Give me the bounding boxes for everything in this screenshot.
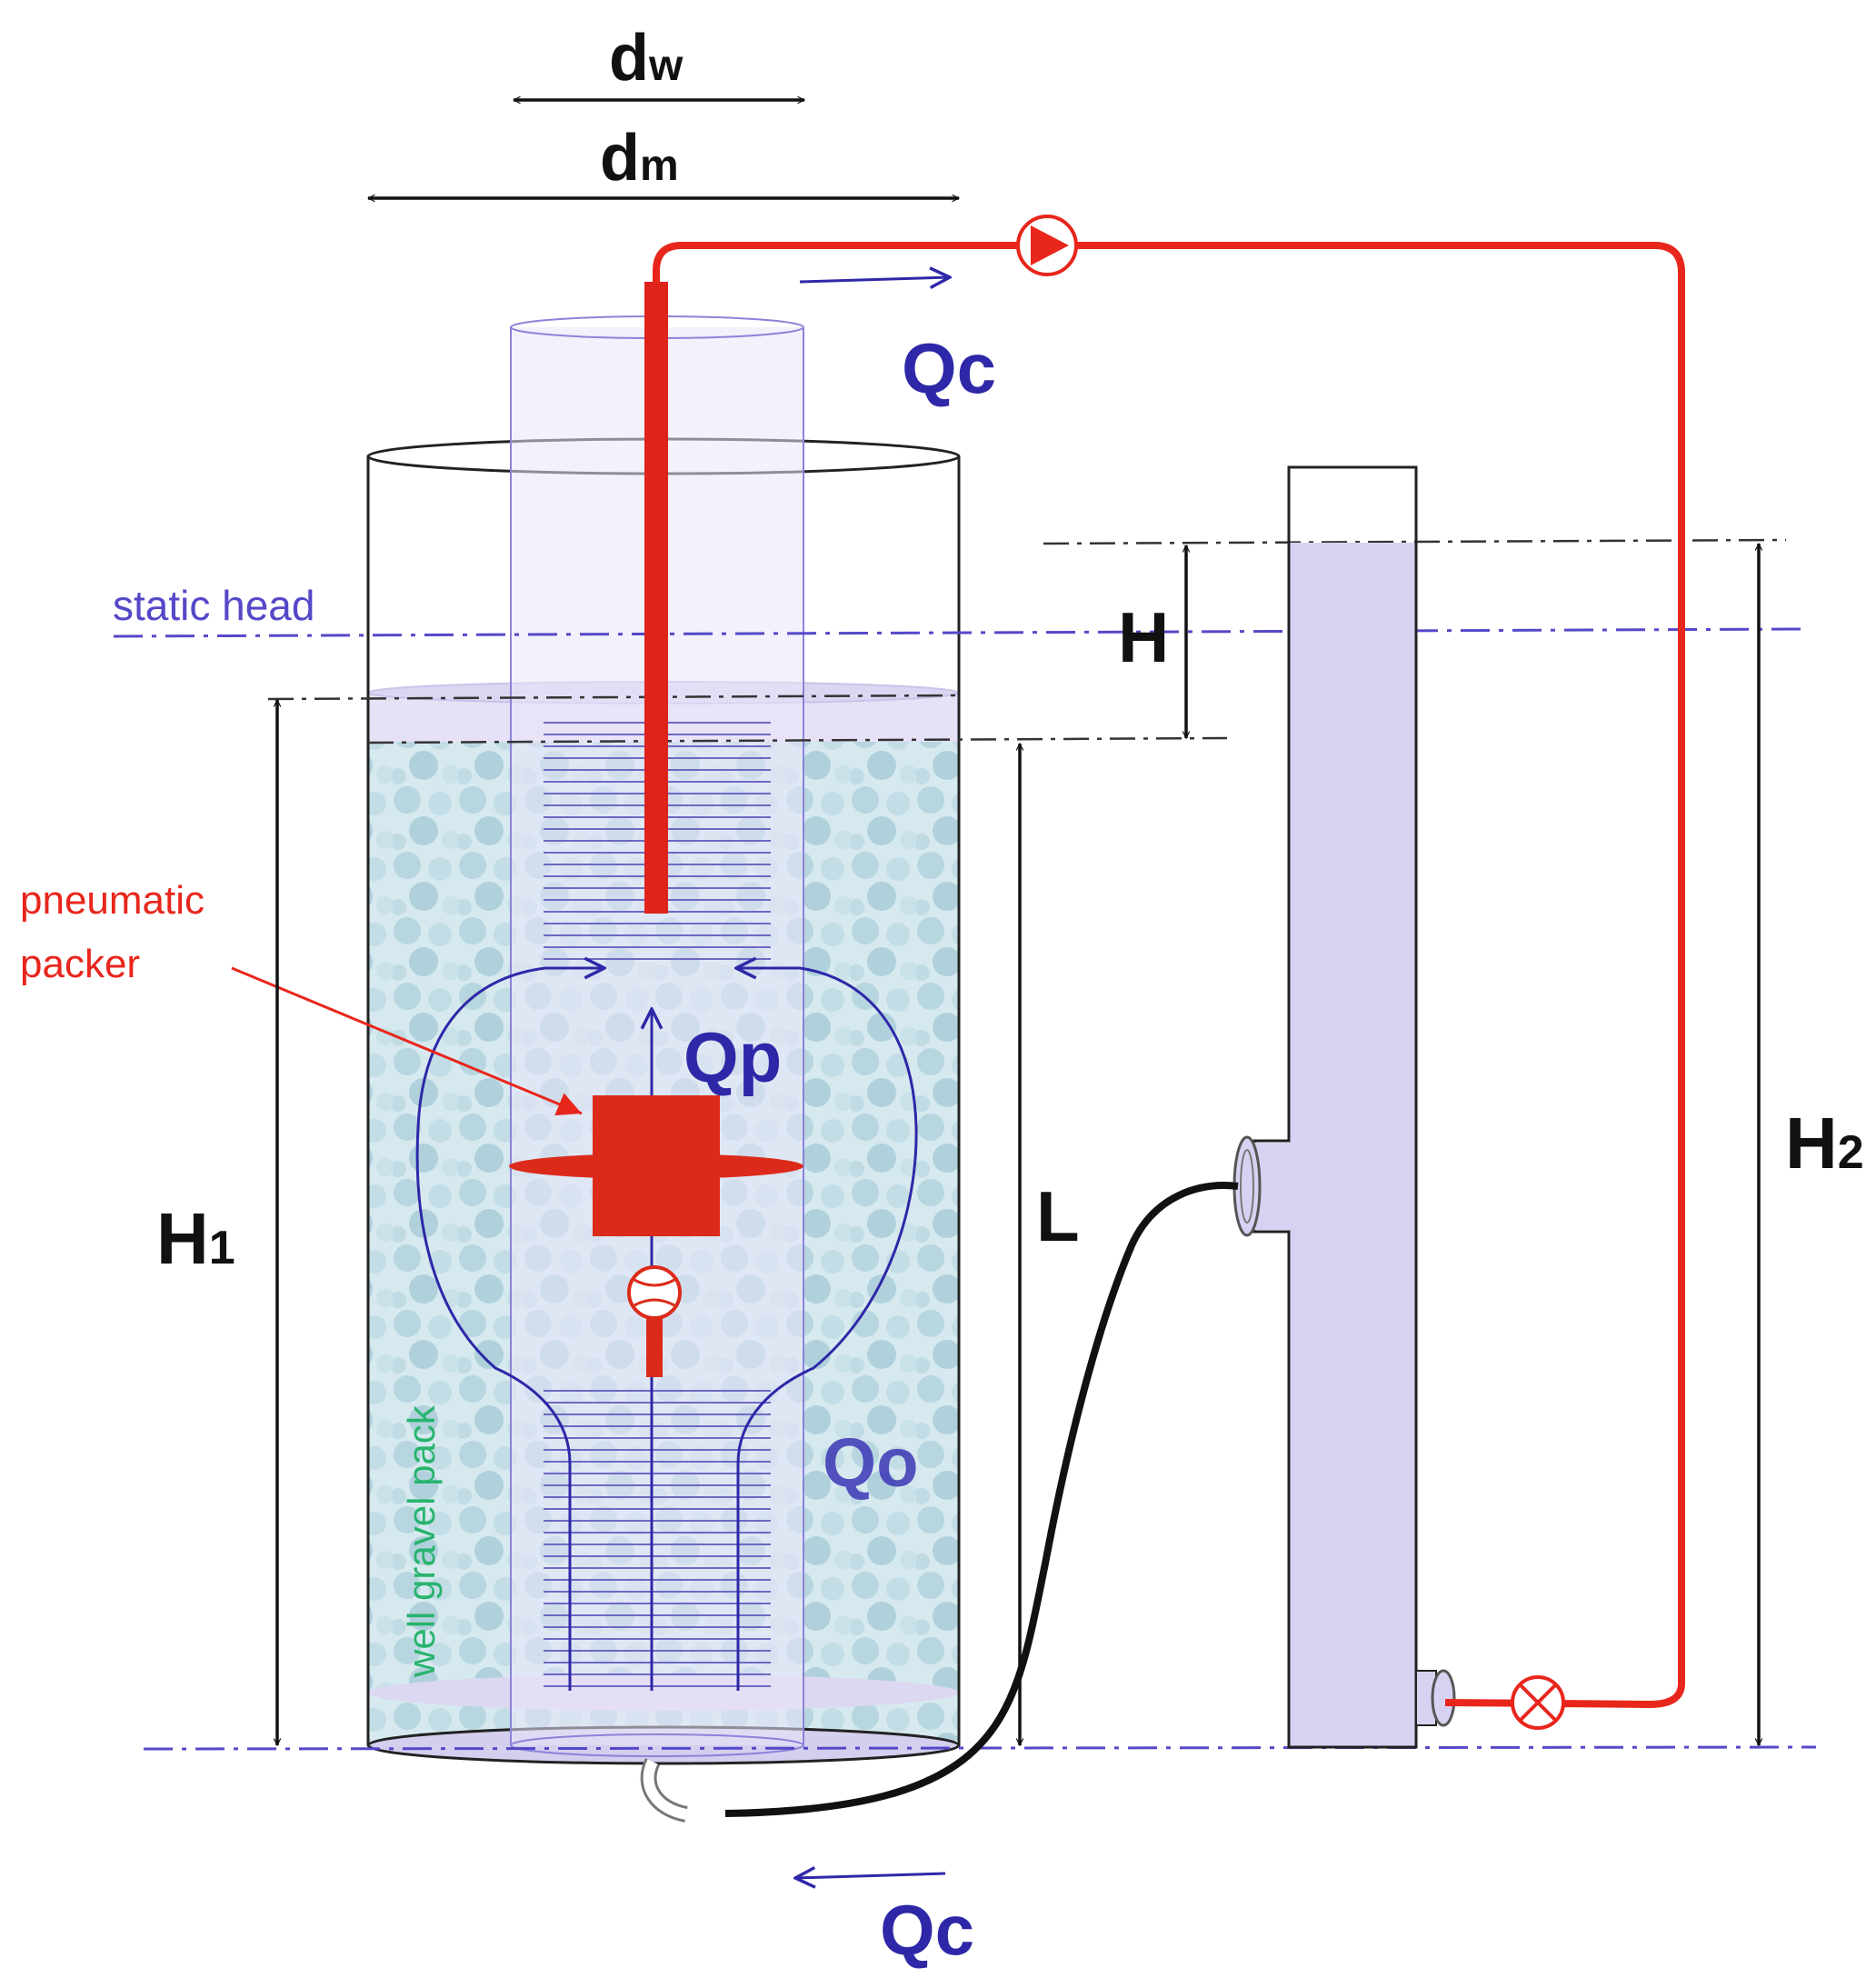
- qc-top-label: Qc: [902, 328, 996, 408]
- pump-symbol-icon: [1016, 215, 1078, 276]
- packer-pointer: [231, 966, 583, 1116]
- standpipe-column: [1232, 465, 1456, 1749]
- dm-label: dm: [600, 122, 679, 195]
- right-outer-flow: [736, 968, 918, 1691]
- connecting-hose: [640, 1182, 1239, 1823]
- static-head-line: [113, 627, 1810, 638]
- pneumatic-packer: [509, 1095, 803, 1377]
- flowmeter-icon: [627, 1265, 682, 1320]
- lower-screen: [544, 1390, 771, 1687]
- h2-label: H2: [1785, 1103, 1864, 1184]
- l-label: L: [1036, 1176, 1080, 1256]
- borehole-water-level-line: [267, 694, 960, 701]
- qc-bottom-label: Qc: [880, 1890, 974, 1970]
- qp-label: Qp: [684, 1017, 782, 1097]
- valve-symbol-icon: [1511, 1675, 1565, 1730]
- qc-top-arrow: [799, 277, 950, 282]
- bottom-port: [1431, 1669, 1456, 1727]
- circulation-pipe: [231, 242, 1685, 1709]
- left-outer-flow: [415, 968, 604, 1691]
- packer-label-line2: packer: [20, 942, 140, 986]
- labels: dw dm Qc Qc static head H H1 H2 L Qp Qo …: [20, 22, 1864, 1970]
- gravel-pack-label: well gravel pack: [400, 1404, 443, 1678]
- dimension-arrows: [277, 100, 1759, 1745]
- h-label: H: [1118, 597, 1169, 677]
- qc-bottom-arrow: [795, 1873, 946, 1878]
- packer-label-line1: pneumatic: [20, 878, 205, 923]
- dw-label: dw: [609, 22, 684, 95]
- static-head-label: static head: [113, 582, 314, 629]
- h1-label: H1: [156, 1198, 235, 1279]
- casing-water-level-line: [367, 736, 1228, 744]
- side-port: [1232, 1135, 1262, 1237]
- qo-label: Qo: [823, 1424, 919, 1502]
